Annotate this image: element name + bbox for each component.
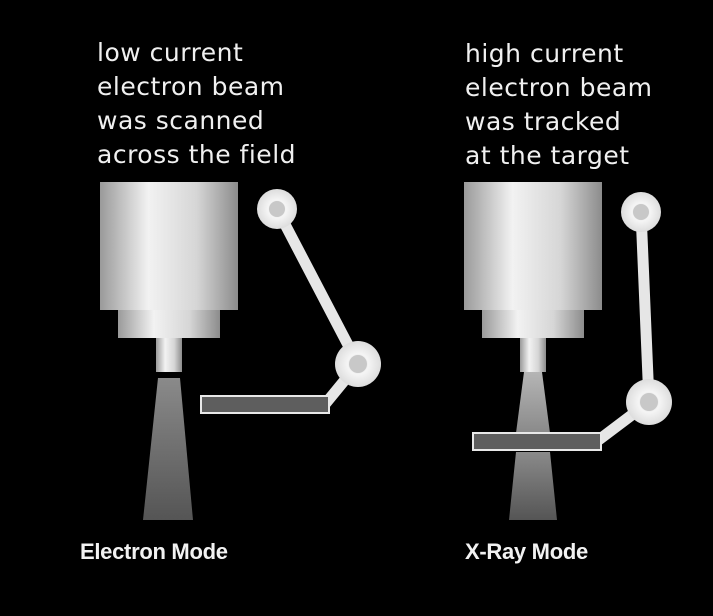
caption-line: electron beam (97, 72, 285, 101)
xray-mode-illustration (464, 182, 672, 520)
robot-arm-right (590, 192, 672, 448)
caption-line: across the field (97, 140, 297, 169)
caption-line: was scanned (97, 106, 265, 135)
caption-line: at the target (465, 141, 630, 170)
xray-beam (509, 452, 557, 520)
xray-mode-caption: high current electron beam was tracked a… (465, 37, 653, 173)
target-plate-right (472, 432, 602, 451)
caption-line: low current (97, 38, 244, 67)
target-plate-left (200, 395, 330, 414)
robot-arm-left (257, 189, 381, 409)
xray-mode-label: X-Ray Mode (465, 539, 588, 564)
electron-beam-wide (143, 378, 193, 520)
electron-mode-caption: low current electron beam was scanned ac… (97, 36, 296, 172)
electron-gun-column-right (464, 182, 602, 372)
caption-line: high current (465, 39, 624, 68)
electron-gun-column-left (100, 182, 238, 372)
electron-mode-illustration (100, 182, 381, 520)
caption-line: electron beam (465, 73, 653, 102)
electron-beam-focused (516, 372, 550, 433)
electron-mode-label: Electron Mode (80, 539, 228, 564)
caption-line: was tracked (465, 107, 622, 136)
